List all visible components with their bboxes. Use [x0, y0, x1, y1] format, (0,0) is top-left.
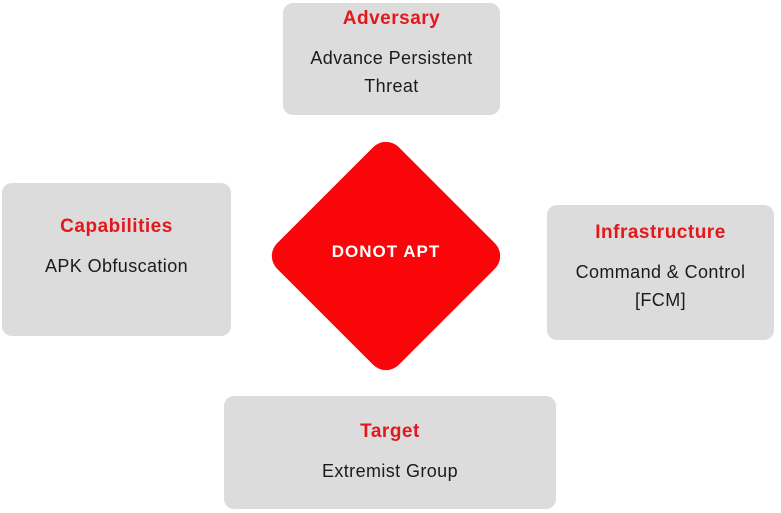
infrastructure-title: Infrastructure	[595, 221, 726, 243]
capabilities-title: Capabilities	[60, 215, 173, 237]
diamond-shape	[264, 134, 508, 378]
node-target: Target Extremist Group	[224, 396, 556, 509]
adversary-value: Advance Persistent Threat	[310, 48, 473, 96]
target-title: Target	[360, 420, 420, 442]
infrastructure-value: Command & Control [FCM]	[576, 258, 746, 314]
node-adversary: Adversary Advance Persistent Threat	[283, 3, 500, 115]
infrastructure-value-line2: [FCM]	[635, 289, 686, 310]
adversary-title: Adversary	[342, 8, 441, 29]
node-capabilities: Capabilities APK Obfuscation	[2, 183, 231, 336]
capabilities-value: APK Obfuscation	[44, 255, 189, 276]
node-infrastructure: Infrastructure Command & Control [FCM]	[547, 205, 774, 340]
target-value: Extremist Group	[321, 460, 459, 481]
infrastructure-value-line1: Command & Control	[575, 261, 746, 282]
